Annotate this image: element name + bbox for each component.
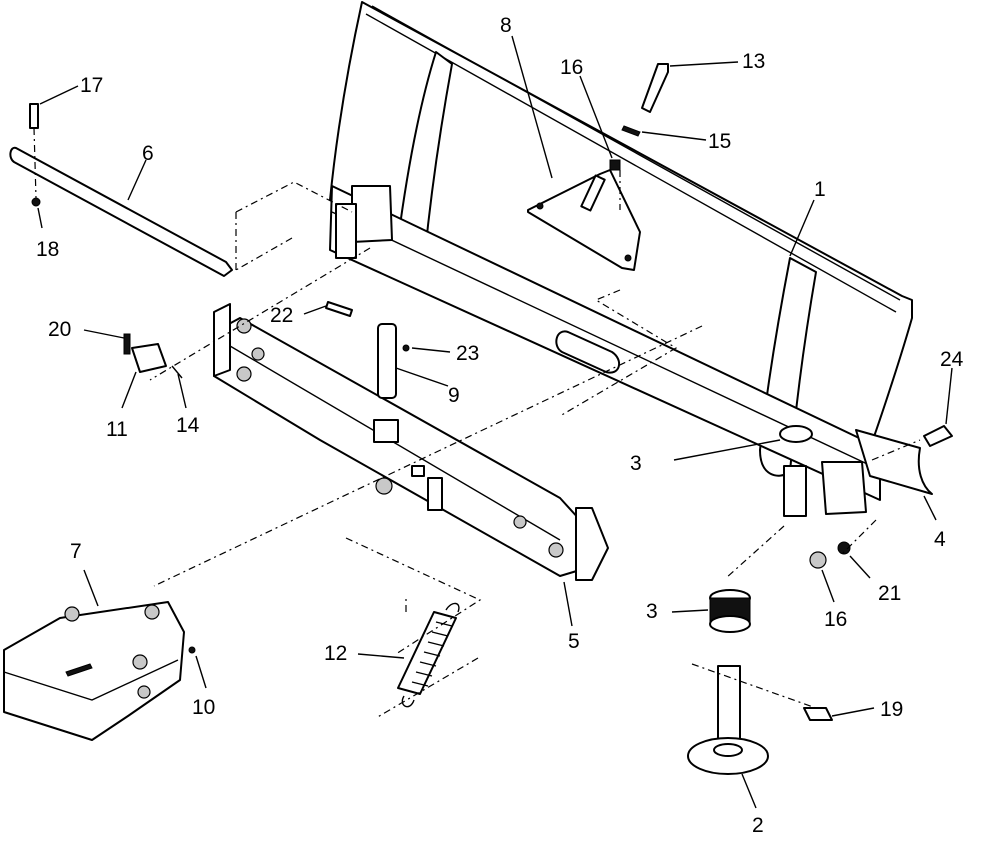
bolt-17 [29, 103, 39, 129]
nut-16-right [809, 551, 827, 569]
callout-19: 19 [880, 698, 903, 721]
assembly-lines [33, 127, 921, 719]
screw-14 [171, 365, 183, 379]
callout-1: 1 [814, 178, 826, 201]
callout-5: 5 [568, 630, 580, 653]
washer-15 [621, 125, 641, 137]
mount-hole [132, 654, 148, 670]
mount-hole [137, 685, 151, 699]
callout-7: 7 [70, 540, 82, 563]
callout-15: 15 [708, 130, 731, 153]
nut-16-top [609, 159, 621, 171]
leader-lines [37, 35, 953, 809]
push-frame [213, 303, 609, 581]
rod-6 [9, 146, 233, 277]
callout-6: 6 [142, 142, 154, 165]
hinge-plate [527, 169, 641, 271]
bolt-13 [641, 63, 669, 113]
callout-16-top: 16 [560, 56, 583, 79]
callout-14: 14 [176, 414, 200, 437]
callout-21: 21 [878, 582, 901, 605]
callout-12: 12 [324, 642, 347, 665]
callout-20: 20 [48, 318, 71, 341]
frame-hole [513, 515, 527, 529]
nut-10 [188, 646, 196, 654]
nut-23 [402, 344, 410, 352]
callout-17: 17 [80, 74, 103, 97]
callout-4: 4 [934, 528, 946, 551]
callout-13: 13 [742, 50, 765, 73]
callout-labels: 1 2 3 3 4 5 6 7 8 9 10 11 12 13 14 15 16… [36, 14, 964, 837]
latch-bracket-11 [131, 343, 167, 373]
hinge-bolt-hole [536, 202, 544, 210]
coil-spring-3 [709, 589, 751, 633]
mount-hole [64, 606, 80, 622]
callout-10: 10 [192, 696, 215, 719]
pivot-pin-9 [377, 323, 397, 399]
blade-pin-left [335, 203, 357, 259]
pivot-boss [373, 419, 399, 443]
hinge-bolt-hole [624, 254, 632, 262]
callout-23: 23 [456, 342, 479, 365]
callout-3-spring: 3 [646, 600, 658, 623]
hinge-slot [580, 174, 606, 212]
callout-22: 22 [270, 304, 293, 327]
clip-19 [803, 707, 833, 721]
frame-hole [548, 542, 564, 558]
callout-3-bushing: 3 [630, 452, 642, 475]
post-2 [687, 665, 769, 775]
callout-16-right: 16 [824, 608, 847, 631]
callout-9: 9 [448, 384, 460, 407]
frame-hole [251, 347, 265, 361]
callout-8: 8 [500, 14, 512, 37]
pin-20 [123, 333, 131, 355]
spring-12 [397, 602, 460, 708]
nut-18 [31, 197, 41, 207]
frame-hole [236, 366, 252, 382]
blade-pin [783, 465, 807, 517]
washer-21 [837, 541, 851, 555]
frame-hole [236, 318, 252, 334]
bushing-3 [779, 425, 813, 443]
callout-11: 11 [106, 418, 128, 441]
bolt-24 [923, 425, 953, 447]
mount-bracket-7 [3, 601, 185, 741]
callout-24: 24 [940, 348, 964, 371]
callout-2: 2 [752, 814, 764, 837]
callout-18: 18 [36, 238, 59, 261]
mount-hole [144, 604, 160, 620]
frame-hole [375, 477, 393, 495]
pin-22 [325, 301, 353, 317]
